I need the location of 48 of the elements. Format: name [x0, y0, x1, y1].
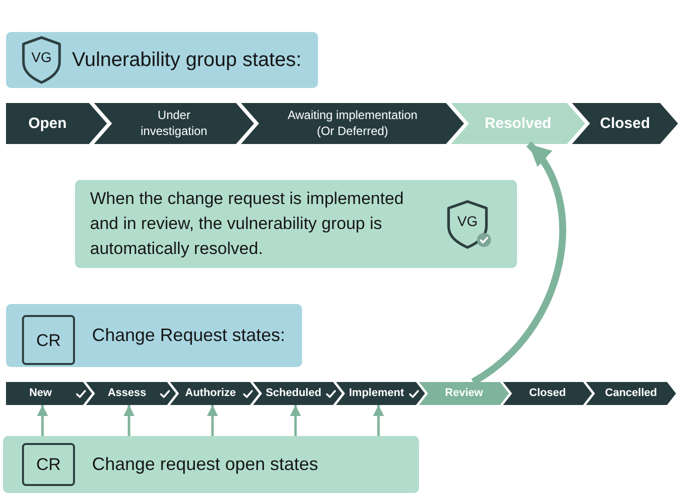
step-label: Scheduled — [266, 386, 322, 401]
panel-title: Vulnerability group states: — [72, 48, 302, 72]
chevron-step — [586, 382, 676, 405]
step-label: Cancelled — [605, 386, 657, 401]
panel-title: Change Request states: — [92, 324, 286, 346]
badge-label: VG — [457, 214, 478, 228]
step-label: Implement — [348, 386, 404, 401]
header-panel — [6, 32, 318, 88]
chevron-step — [503, 382, 592, 405]
arrow — [290, 405, 301, 436]
arrow — [373, 405, 384, 436]
step-label: Authorize — [185, 386, 236, 401]
chevron-step — [253, 382, 342, 405]
chevron-step — [170, 382, 259, 405]
chevron-step — [451, 103, 585, 144]
badge-label: CR — [36, 332, 61, 348]
chevron-step — [572, 103, 678, 144]
callout-panel — [75, 180, 517, 268]
shield-badge — [20, 35, 63, 85]
header-panel — [6, 304, 302, 367]
curved-arrow — [471, 142, 566, 385]
step-label: Closed — [600, 114, 650, 134]
square-badge — [22, 315, 75, 365]
arrow — [37, 405, 48, 436]
chevron-step — [94, 103, 254, 144]
chevron-step — [86, 382, 176, 405]
step-label: Closed — [529, 386, 566, 401]
step-label: New — [29, 386, 52, 401]
step-label: Awaiting implementation (Or Deferred) — [286, 108, 418, 140]
step-label: Review — [445, 386, 483, 401]
chevron-step — [6, 382, 92, 405]
chevron-step — [419, 382, 509, 405]
panel-title: Change request open states — [92, 454, 318, 476]
callout-text: When the change request is implemented and in review, the vulnerability group is automatically resolved. — [90, 188, 405, 260]
step-label: Assess — [108, 386, 146, 401]
chevron-step — [336, 382, 425, 405]
step-label: Under investigation — [140, 108, 208, 140]
badge-label: CR — [36, 456, 61, 473]
chevron-step — [241, 103, 464, 144]
step-label: Resolved — [484, 114, 552, 134]
chevron-step — [6, 103, 107, 144]
step-label: Open — [28, 114, 67, 134]
arrow — [207, 405, 218, 436]
badge-label: VG — [31, 50, 52, 64]
shield-badge — [445, 199, 490, 250]
header-panel — [3, 436, 419, 493]
arrow — [124, 405, 134, 436]
square-badge — [22, 443, 75, 486]
